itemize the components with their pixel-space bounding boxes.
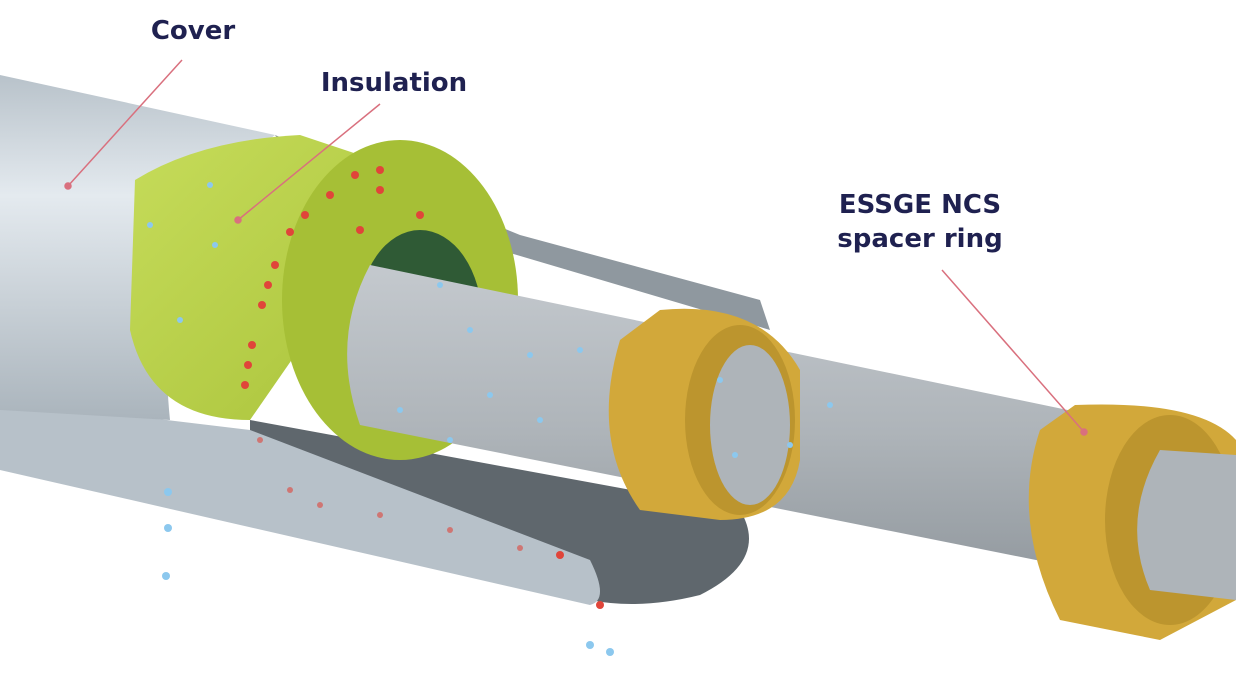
spacer-ring-1: [608, 308, 800, 520]
cover-trough: [250, 420, 749, 604]
cover-cut-shell: [275, 135, 770, 330]
spacer-ring-label-line1: ESSGE NCS: [838, 190, 1002, 220]
cover-trough-outer: [0, 400, 600, 605]
leader-lines: [64, 59, 1088, 436]
water-droplets: [147, 182, 833, 656]
spacer-ring-2: [1028, 404, 1236, 640]
spacer-ring-label: ESSGE NCS spacer ring: [820, 188, 1020, 256]
water-flow-arrows: [241, 166, 604, 609]
insulation-label: Insulation: [320, 68, 468, 98]
cover-label: Cover: [150, 16, 236, 46]
spacer-ring-label-line2: spacer ring: [837, 224, 1003, 254]
